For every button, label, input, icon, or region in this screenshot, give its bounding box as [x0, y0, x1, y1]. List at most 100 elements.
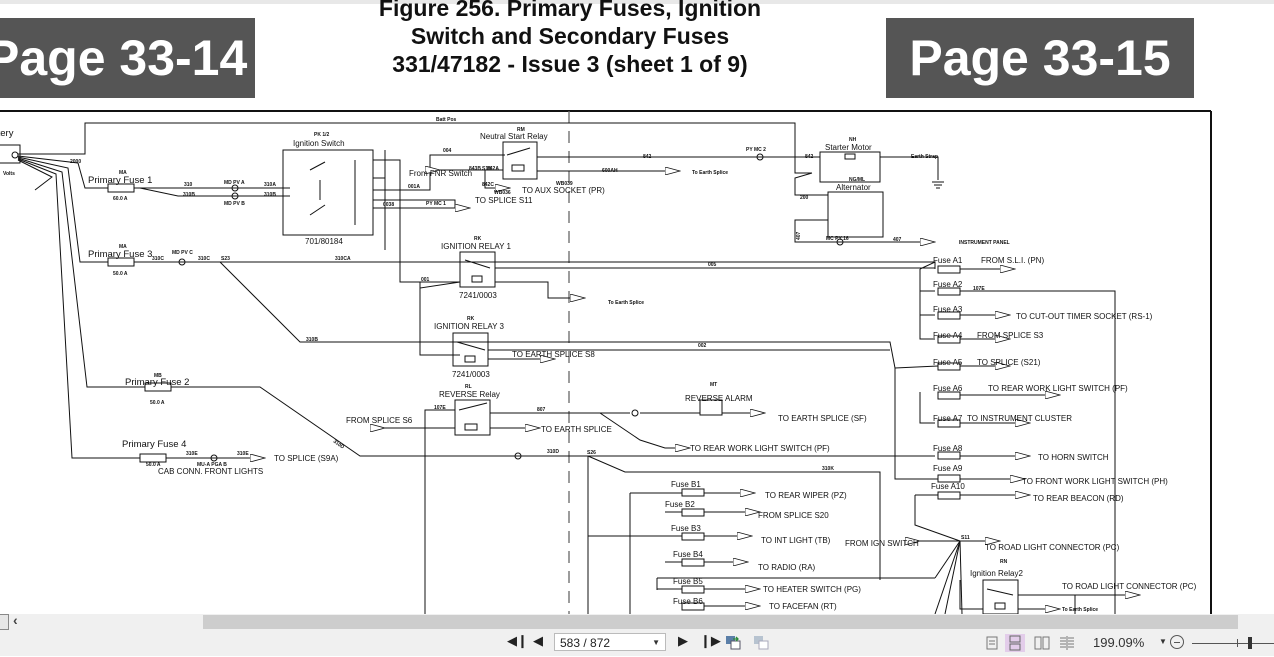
ignition-relay-1-box [459, 251, 496, 288]
next-view-button[interactable] [753, 634, 769, 650]
zoom-dropdown-icon[interactable]: ▼ [1159, 637, 1167, 646]
prev-page-button[interactable]: ◀ [533, 633, 543, 649]
scroll-left-arrow-icon[interactable]: ‹ [13, 612, 18, 628]
primary-fuse-1-rating: 60.0 A [113, 196, 128, 202]
fuse-b5-label: Fuse B5 [673, 577, 703, 586]
connector-label: MU-A PGA B [197, 462, 227, 468]
wire-label: 310B [183, 192, 195, 198]
next-page-button[interactable]: ▶ [678, 633, 688, 649]
destination-label: TO REAR BEACON (RD) [1033, 494, 1124, 503]
destination-label: TO REAR WORK LIGHT SWITCH (PF) [988, 384, 1128, 393]
fuse-a1-label: Fuse A1 [933, 256, 963, 265]
fuse-a9-label: Fuse A9 [933, 464, 963, 473]
destination-label: TO FRONT WORK LIGHT SWITCH (PH) [1022, 477, 1168, 486]
continuous-facing-view-button[interactable] [1059, 636, 1075, 650]
wire-label: 842 [805, 154, 814, 160]
battery-label: ttery [0, 128, 14, 139]
wire-label: 310B [264, 192, 276, 198]
wire-label: 407 [796, 231, 802, 240]
facing-view-button[interactable] [1034, 636, 1050, 650]
fuse-b4-label: Fuse B4 [673, 550, 703, 559]
wire-label: 001 [421, 277, 430, 283]
wire-label: 310C [198, 256, 210, 262]
wire-label: 0038 [383, 202, 394, 208]
connector-label: MC PY 16 [826, 236, 849, 242]
figure-title-line2: Switch and Secondary Fuses [410, 23, 730, 49]
previous-view-icon [726, 636, 735, 644]
scroll-left-box[interactable] [0, 614, 9, 630]
ignition-relay-3-ref: RK [467, 316, 475, 322]
destination-label: TO AUX SOCKET (PR) [522, 186, 605, 195]
wire-label: WB036 [494, 190, 511, 196]
wiring-schematic: ttery Volts Batt Pos MA Primary Fuse 1 6… [0, 110, 1212, 614]
destination-label: TO CUT-OUT TIMER SOCKET (RS-1) [1016, 312, 1153, 321]
page-label-right: Page 33-15 [886, 18, 1194, 98]
primary-fuse-2-rating: 50.0 A [150, 400, 165, 406]
primary-fuse-2-label: Primary Fuse 2 [125, 377, 189, 388]
wire-label: 600AH [602, 168, 618, 174]
wire-label: 310C [152, 256, 164, 262]
horizontal-scrollbar-thumb[interactable] [203, 615, 1238, 629]
wire-label: 407 [893, 237, 902, 243]
wire-label: 842 [643, 154, 652, 160]
connector-label: MD PV B [224, 201, 245, 207]
splice-label: S11 [961, 535, 970, 541]
fuse-b1-label: Fuse B1 [671, 480, 701, 489]
alternator-box [827, 191, 884, 238]
ignition-switch-label: Ignition Switch [293, 139, 345, 148]
wire-label: 005 [708, 262, 717, 268]
battery-positive-terminal [11, 151, 19, 159]
zoom-slider-thumb[interactable] [1248, 637, 1252, 649]
chevron-down-icon: ▼ [652, 638, 660, 647]
continuous-view-button[interactable] [1005, 634, 1025, 652]
wire-label: 310CA [335, 256, 351, 262]
destination-label: TO INSTRUMENT CLUSTER [967, 414, 1072, 423]
next-page-icon: ▶ [678, 633, 688, 648]
previous-view-button[interactable] [725, 634, 741, 650]
last-page-button[interactable]: ❙▶ [700, 633, 721, 649]
document-viewport[interactable]: Page 33-14 Figure 256. Primary Fuses, Ig… [0, 0, 1274, 614]
starter-motor-box [819, 151, 881, 183]
fuse-b3-label: Fuse B3 [671, 524, 701, 533]
wire-label: 004 [443, 148, 452, 154]
destination-label: TO EARTH SPLICE [541, 425, 612, 434]
wire-label: 107E [973, 286, 985, 292]
destination-label: TO SPLICE S11 [475, 196, 533, 205]
connector-label: PY MC 1 [426, 201, 446, 207]
primary-fuse-4-symbol [139, 453, 167, 463]
primary-fuse-3-rating: 50.0 A [113, 271, 128, 277]
primary-fuse-4-label: Primary Fuse 4 [122, 439, 186, 450]
primary-fuse-1-label: Primary Fuse 1 [88, 175, 152, 186]
top-strip [0, 0, 1274, 4]
single-page-view-button[interactable] [986, 636, 998, 650]
destination-label: INSTRUMENT PANEL [959, 240, 1010, 246]
batt-pos-label: Batt Pos [436, 117, 457, 123]
destination-label: FROM SPLICE S6 [346, 416, 413, 425]
destination-label: FROM SPLICE S3 [977, 331, 1044, 340]
first-page-button[interactable]: ◀❙ [507, 633, 528, 649]
zoom-slider-tick [1237, 639, 1238, 647]
destination-label: TO EARTH SPLICE S8 [512, 350, 595, 359]
zoom-level[interactable]: 199.09% [1093, 635, 1145, 650]
page-label-left-text: Page 33-14 [0, 30, 248, 86]
page-number-select[interactable]: 583 / 872 ▼ [554, 633, 666, 651]
connector-label: MD PV C [172, 250, 193, 256]
destination-label: TO REAR WORK LIGHT SWITCH (PF) [690, 444, 830, 453]
ignition-relay-2-label: Ignition Relay2 [970, 569, 1023, 578]
ignition-relay-3-part: 7241/0003 [452, 370, 490, 379]
wire-label: 107E [434, 405, 446, 411]
zoom-slider-track[interactable] [1192, 643, 1274, 644]
destination-label: TO HORN SWITCH [1038, 453, 1109, 462]
zoom-out-button[interactable] [1170, 635, 1184, 649]
primary-fuse-1-ref: MA [119, 170, 127, 176]
wire-label: 310D [547, 449, 559, 455]
ignition-relay-1-part: 7241/0003 [459, 291, 497, 300]
wire-label: WB039 [556, 181, 573, 187]
facing-view-icon [1034, 636, 1042, 650]
starter-motor-ref: NH [849, 137, 857, 143]
figure-title-line3: 331/47182 - Issue 3 (sheet 1 of 9) [392, 51, 748, 77]
fuse-a5-label: Fuse A5 [933, 358, 963, 367]
reverse-relay-ref: RL [465, 384, 472, 390]
ignition-switch-box [282, 149, 374, 236]
page-number-value: 583 / 872 [560, 636, 611, 650]
